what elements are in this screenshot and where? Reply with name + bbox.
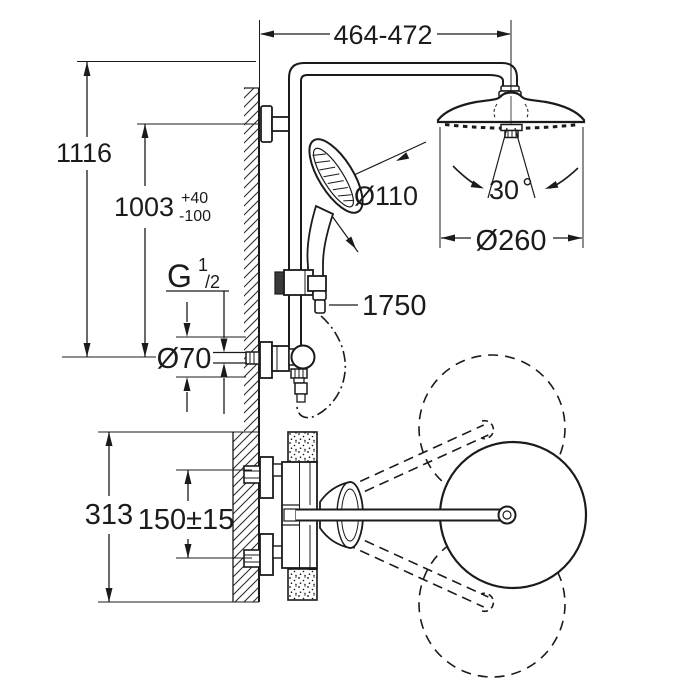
shower-rail-pipe: [288, 62, 518, 352]
valve-knob: [290, 344, 316, 370]
rail-wall-bracket: [260, 105, 290, 143]
shower-arm-plan: [296, 505, 517, 525]
dim-rail-height: 1003: [114, 192, 174, 222]
dim-depth: 313: [85, 499, 133, 531]
thread-label-sup: 1: [198, 255, 208, 275]
hand-shower-face: [308, 138, 364, 214]
wall-section-plan: [232, 432, 260, 602]
dim-rail-tol-minus: -100: [179, 208, 211, 225]
shower-hose: [296, 315, 347, 419]
dim-flange-diameter: Ø70: [157, 343, 212, 375]
valve-wall-flange: [259, 341, 273, 379]
dim-rail-tol-plus: +40: [181, 190, 208, 207]
lower-connection-flange: [259, 533, 274, 576]
rail-slider-holder: [274, 269, 327, 314]
hose-outlet: [312, 290, 327, 301]
upper-connection-flange: [259, 456, 274, 499]
thread-label-g: G: [167, 258, 192, 294]
thermostat-valve: [245, 341, 316, 403]
dim-total-height: 1116: [56, 138, 112, 168]
dim-spray-angle-unit: °: [522, 173, 533, 203]
dim-connection-spacing: 150±15: [138, 504, 235, 536]
wall-section-front: [244, 20, 260, 432]
dimension-annotations: [62, 20, 584, 603]
thread-label-sub: /2: [205, 272, 220, 292]
tile-blocks-plan: [287, 431, 318, 601]
dim-hose-length: 1750: [362, 290, 427, 322]
hand-shower: [306, 138, 364, 282]
dim-handshower-diameter: Ø110: [354, 181, 418, 211]
dim-spray-angle: 30: [489, 175, 519, 205]
swivel-circle-upper: [418, 354, 566, 502]
dim-width-range: 464-472: [333, 20, 432, 50]
dim-head-diameter: Ø260: [476, 225, 547, 257]
spray-cone-lines: [487, 127, 536, 199]
